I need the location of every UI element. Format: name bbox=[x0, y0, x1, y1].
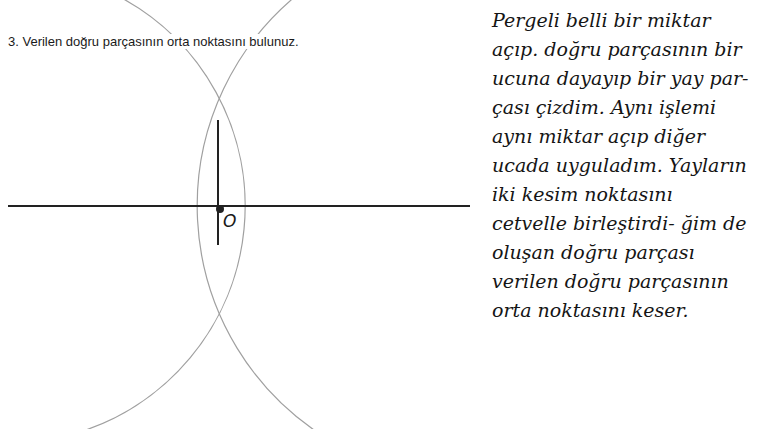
compass-arc bbox=[197, 0, 320, 429]
handwritten-answer: Pergeli belli bir miktar açıp. doğru par… bbox=[492, 6, 750, 325]
midpoint-dot bbox=[216, 205, 224, 213]
compass-arc bbox=[73, 0, 245, 429]
question-text: 3. Verilen doğru parçasının orta noktası… bbox=[6, 34, 301, 49]
line-segment bbox=[8, 205, 470, 207]
point-label: O bbox=[223, 211, 236, 231]
bisector-line bbox=[217, 120, 219, 245]
